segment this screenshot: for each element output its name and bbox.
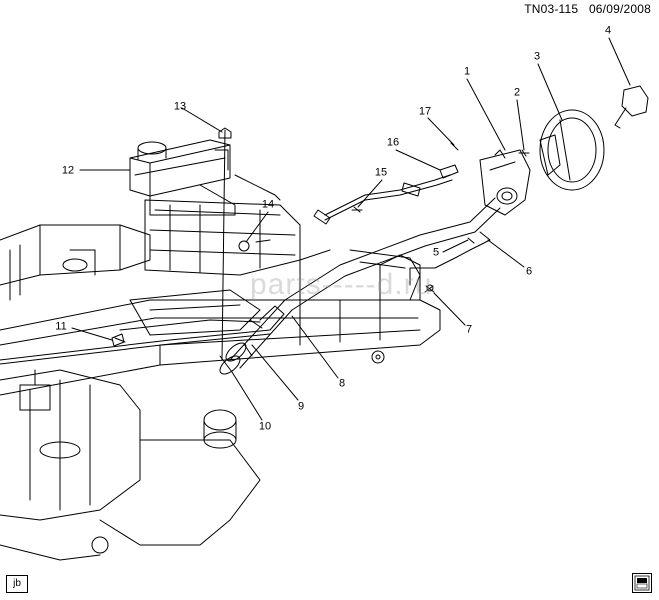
hardware	[111, 127, 530, 347]
vent-line	[313, 164, 459, 225]
filler-housing-bracket	[479, 149, 531, 216]
gm-spo-logo-icon	[632, 573, 652, 593]
callout-13: 13	[173, 100, 187, 113]
drawing-header: TN03-115 06/09/2008	[524, 2, 651, 16]
callout-16: 16	[386, 136, 400, 149]
rear-crossmember	[299, 249, 421, 301]
cross-member	[0, 224, 151, 301]
callout-6: 6	[525, 265, 533, 278]
callout-4: 4	[604, 24, 612, 37]
callout-15: 15	[374, 166, 388, 179]
callout-7: 7	[465, 323, 473, 336]
callout-9: 9	[297, 400, 305, 413]
callout-10: 10	[258, 420, 272, 433]
fuel-door	[614, 85, 649, 129]
evap-canister	[129, 129, 281, 361]
drawing-code: TN03-115	[524, 2, 579, 16]
callout-5: 5	[432, 246, 440, 259]
fuel-filler-housing	[539, 109, 605, 191]
watermark: parts-----d.ru	[250, 268, 433, 301]
ground-wire	[409, 231, 491, 292]
callout-3: 3	[533, 50, 541, 63]
leader-lines	[71, 37, 631, 421]
fuel-filler-pipe	[219, 197, 501, 375]
callout-11: 11	[55, 320, 67, 333]
callout-17: 17	[418, 105, 432, 118]
callout-8: 8	[338, 377, 346, 390]
front-suspension	[0, 369, 261, 561]
drawing-date: 06/09/2008	[588, 2, 651, 16]
callout-1: 1	[463, 65, 471, 78]
illustrator-tag: jb	[6, 575, 28, 593]
callout-14: 14	[261, 198, 275, 211]
callout-12: 12	[61, 164, 75, 177]
fuel-lines	[0, 319, 271, 365]
callout-2: 2	[513, 86, 521, 99]
